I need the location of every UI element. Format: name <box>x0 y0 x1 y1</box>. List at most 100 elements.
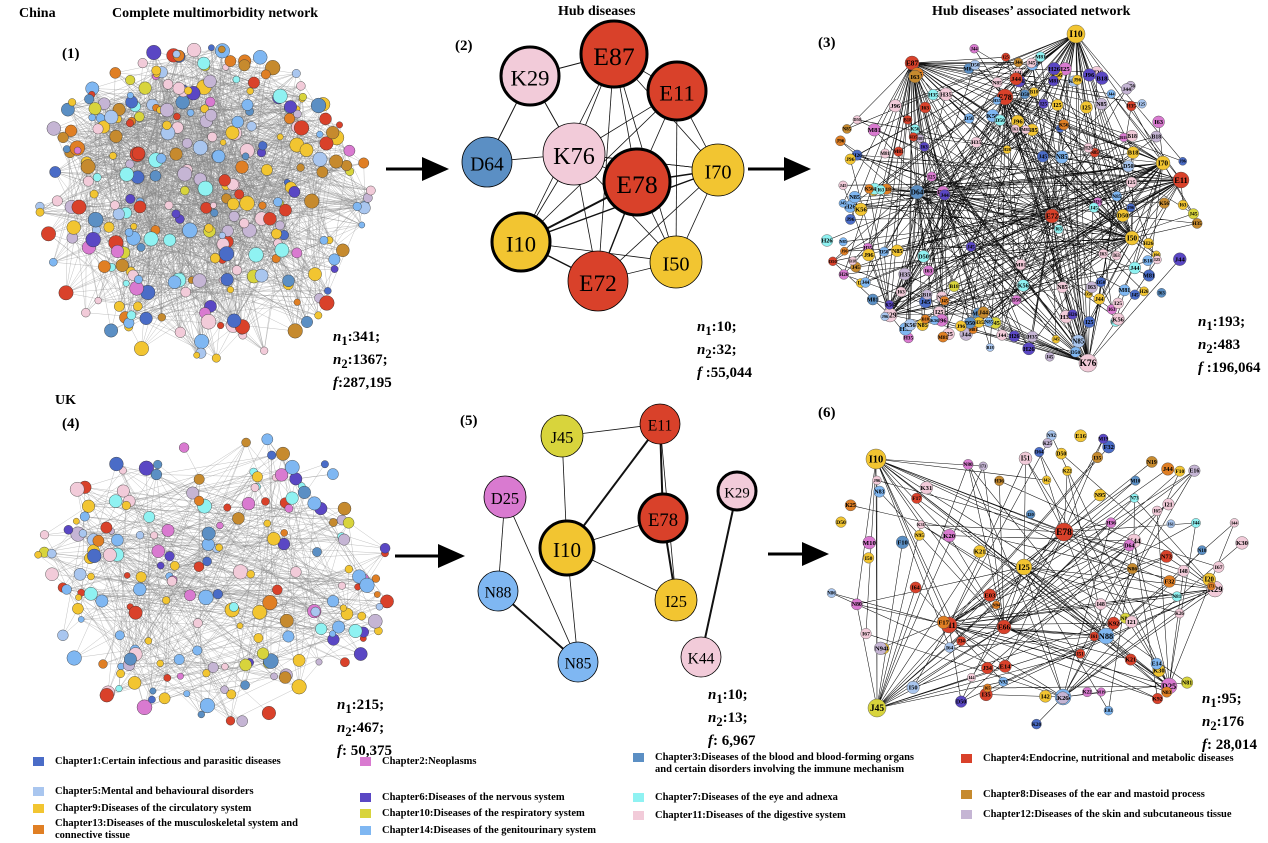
assoc-uk-node-label: D64 <box>1124 543 1134 549</box>
complete-network-uk-node <box>128 605 143 620</box>
header-complete-network: Complete multimorbidity network <box>112 6 319 21</box>
assoc-china-node <box>923 265 934 277</box>
complete-network-uk-node <box>251 471 263 483</box>
assoc-china-node <box>969 59 981 71</box>
assoc-uk-node-label: K92 <box>1153 697 1163 703</box>
complete-network-uk-node <box>87 572 95 581</box>
assoc-china-node-label: I50 <box>1127 233 1138 242</box>
hub-china-node-e72 <box>567 250 629 312</box>
assoc-china-node <box>902 115 913 125</box>
assoc-uk-node-label: N86 <box>828 592 837 597</box>
assoc-uk-node-label: I48 <box>1180 569 1188 575</box>
complete-network-china-node <box>194 334 210 349</box>
assoc-uk-node-label: J96 <box>873 478 881 483</box>
assoc-uk-node-label: M19 <box>1097 690 1106 695</box>
assoc-uk-node <box>1130 475 1141 486</box>
complete-network-china-node <box>35 207 45 217</box>
complete-network-china-node <box>151 65 162 76</box>
complete-network-china-node <box>134 111 145 122</box>
assoc-china-node <box>867 293 879 306</box>
assoc-china-node-label: B18 <box>1120 135 1128 140</box>
complete-network-uk-node <box>198 589 214 606</box>
assoc-uk-node-label: N95 <box>915 533 924 539</box>
assoc-uk-node <box>1034 447 1045 457</box>
assoc-china-node-label: H35 <box>904 336 914 342</box>
assoc-uk-node <box>996 619 1012 635</box>
assoc-uk-node <box>1031 718 1042 730</box>
assoc-china-node-label: J96 <box>846 157 855 163</box>
assoc-china-node-label: J45 <box>1028 61 1036 67</box>
assoc-china-node <box>848 256 858 266</box>
complete-network-china-node <box>343 144 356 157</box>
assoc-china-node <box>920 314 930 324</box>
assoc-china-node <box>1048 75 1059 87</box>
assoc-china-node <box>1020 89 1030 100</box>
complete-network-china-node <box>254 268 269 283</box>
assoc-china-node <box>838 180 848 190</box>
complete-network-uk-node <box>153 460 163 470</box>
assoc-china-node-label: B18 <box>922 317 930 322</box>
hub-china-node-i70 <box>691 143 745 197</box>
hub-china-node-e11 <box>646 60 708 122</box>
assoc-china-node <box>1035 51 1046 63</box>
assoc-uk-node-label: K21 <box>1125 658 1136 664</box>
hub-china-node-i50 <box>649 235 703 289</box>
complete-network-uk-node <box>375 603 384 611</box>
assoc-uk-node-label: D50 <box>956 700 966 706</box>
assoc-china-node-label: K56 <box>1018 283 1029 290</box>
complete-network-china-node <box>149 170 162 182</box>
complete-network-china-node <box>312 151 328 167</box>
complete-network-uk-node <box>144 637 153 645</box>
assoc-uk-node-label: I25 <box>1018 563 1030 572</box>
assoc-uk-node <box>1074 429 1087 443</box>
assoc-china-node-label: K56 <box>911 128 920 133</box>
assoc-china-node-label: K56 <box>1159 201 1169 207</box>
assoc-china-node <box>848 191 861 204</box>
assoc-china-node <box>965 241 977 252</box>
complete-network-china-node <box>156 153 167 164</box>
complete-network-uk-node <box>148 695 156 704</box>
complete-network-china-node <box>291 69 301 78</box>
complete-network-china-node <box>197 180 214 197</box>
complete-network-china-node <box>358 157 370 169</box>
complete-network-china-node <box>181 137 193 149</box>
assoc-uk-node <box>1107 616 1120 630</box>
complete-network-uk-node <box>192 645 203 656</box>
assoc-uk-node-label: K21 <box>974 549 986 556</box>
complete-network-uk-node <box>267 450 277 460</box>
assoc-china-node <box>1150 130 1163 143</box>
complete-network-china-node <box>210 208 219 217</box>
assoc-china-node-label: B18 <box>1127 134 1137 140</box>
complete-network-china-node <box>263 212 277 226</box>
legend-swatch <box>33 825 44 834</box>
assoc-china-node-label: H35 <box>1127 104 1137 110</box>
hub-china-label-k76: K76 <box>553 143 595 170</box>
assoc-uk-node <box>1146 456 1158 468</box>
hub-uk-node-n88 <box>477 570 519 612</box>
assoc-china-node <box>895 286 907 298</box>
assoc-china-node-label: D50 <box>1097 280 1106 286</box>
assoc-china-node <box>1129 289 1140 300</box>
complete-network-uk-node <box>236 715 248 727</box>
assoc-uk-node-label: I50 <box>865 556 873 562</box>
assoc-uk-node <box>1197 545 1207 555</box>
hub-uk-node-n85 <box>557 641 599 683</box>
assoc-china-node-label: J45 <box>1053 337 1059 342</box>
assoc-uk-node-label: D25 <box>1162 682 1176 691</box>
complete-network-china-node <box>219 139 227 146</box>
complete-network-uk-node <box>115 630 125 641</box>
complete-network-uk-node <box>116 669 125 678</box>
assoc-china-node <box>1085 281 1098 294</box>
assoc-china-node <box>963 113 975 124</box>
assoc-uk-node <box>1098 433 1109 444</box>
complete-network-uk-node <box>284 459 300 475</box>
assoc-china-node-label: J96 <box>841 249 847 254</box>
complete-network-uk-node <box>99 688 114 703</box>
complete-network-china-node <box>284 100 298 114</box>
assoc-china-node <box>879 246 890 257</box>
complete-network-china-node <box>205 96 216 107</box>
complete-network-china-node <box>279 203 292 217</box>
assoc-uk-node-label: E14 <box>1000 664 1012 671</box>
complete-network-uk-node <box>176 672 184 680</box>
assoc-china-node-label: J96 <box>1180 159 1186 164</box>
